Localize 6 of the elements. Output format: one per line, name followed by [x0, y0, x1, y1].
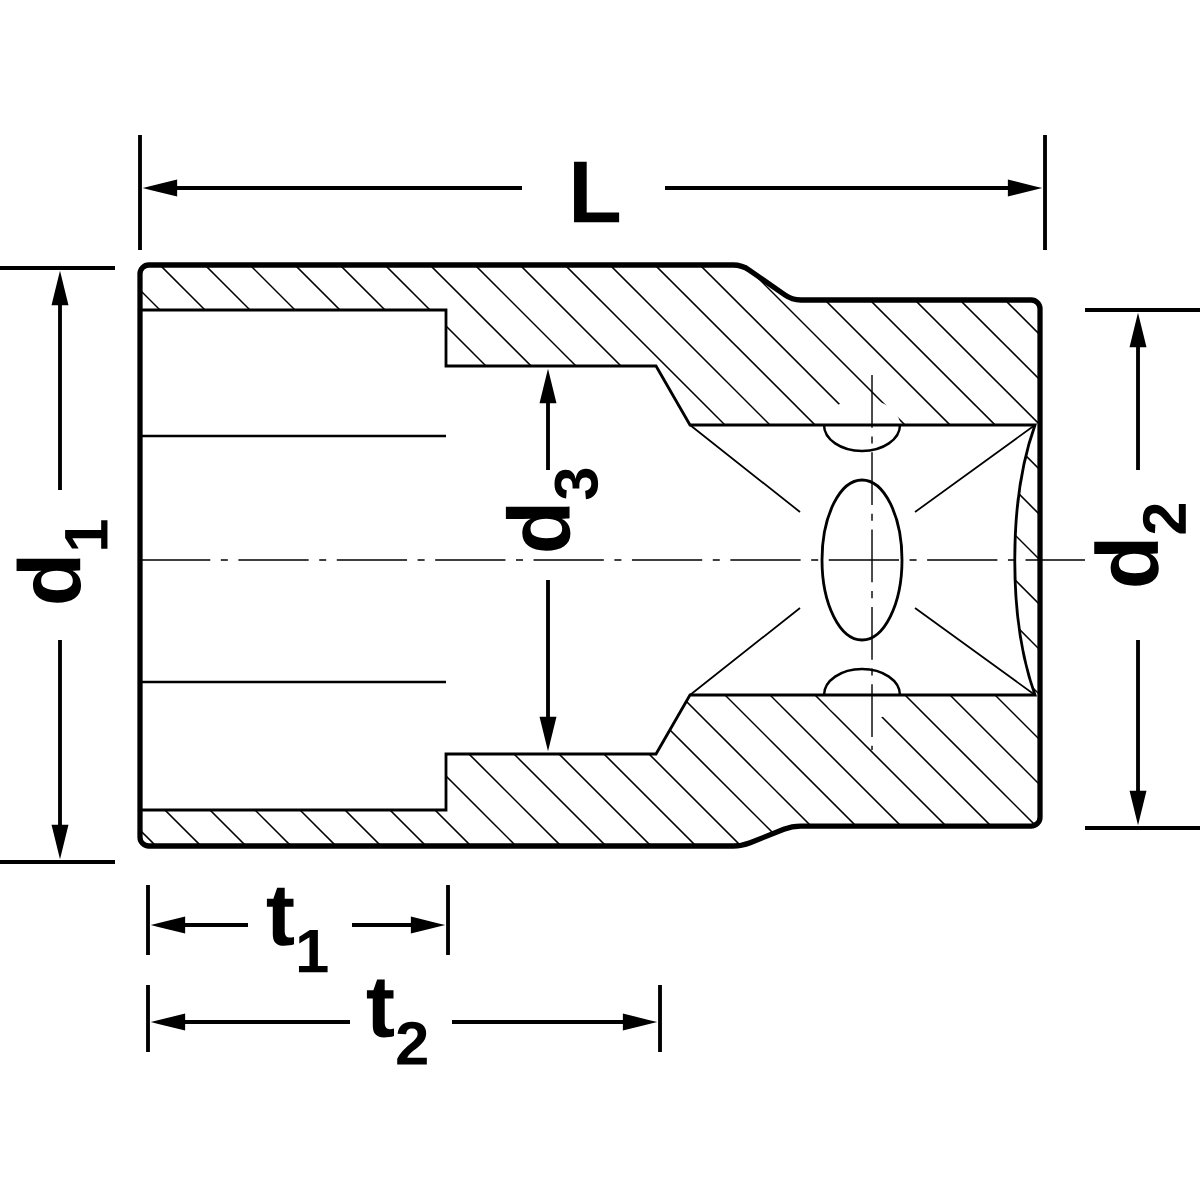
dimension-label: t$_{1}$ — [266, 887, 328, 973]
dimension-label: d$_{2}$ — [1094, 503, 1186, 586]
dimension-label: d$_{1}$ — [16, 520, 108, 603]
dimension-label: d$_{3}$ — [505, 468, 599, 551]
dimension-label: t$_{2}$ — [366, 979, 427, 1065]
dimension-label: L — [574, 161, 620, 223]
